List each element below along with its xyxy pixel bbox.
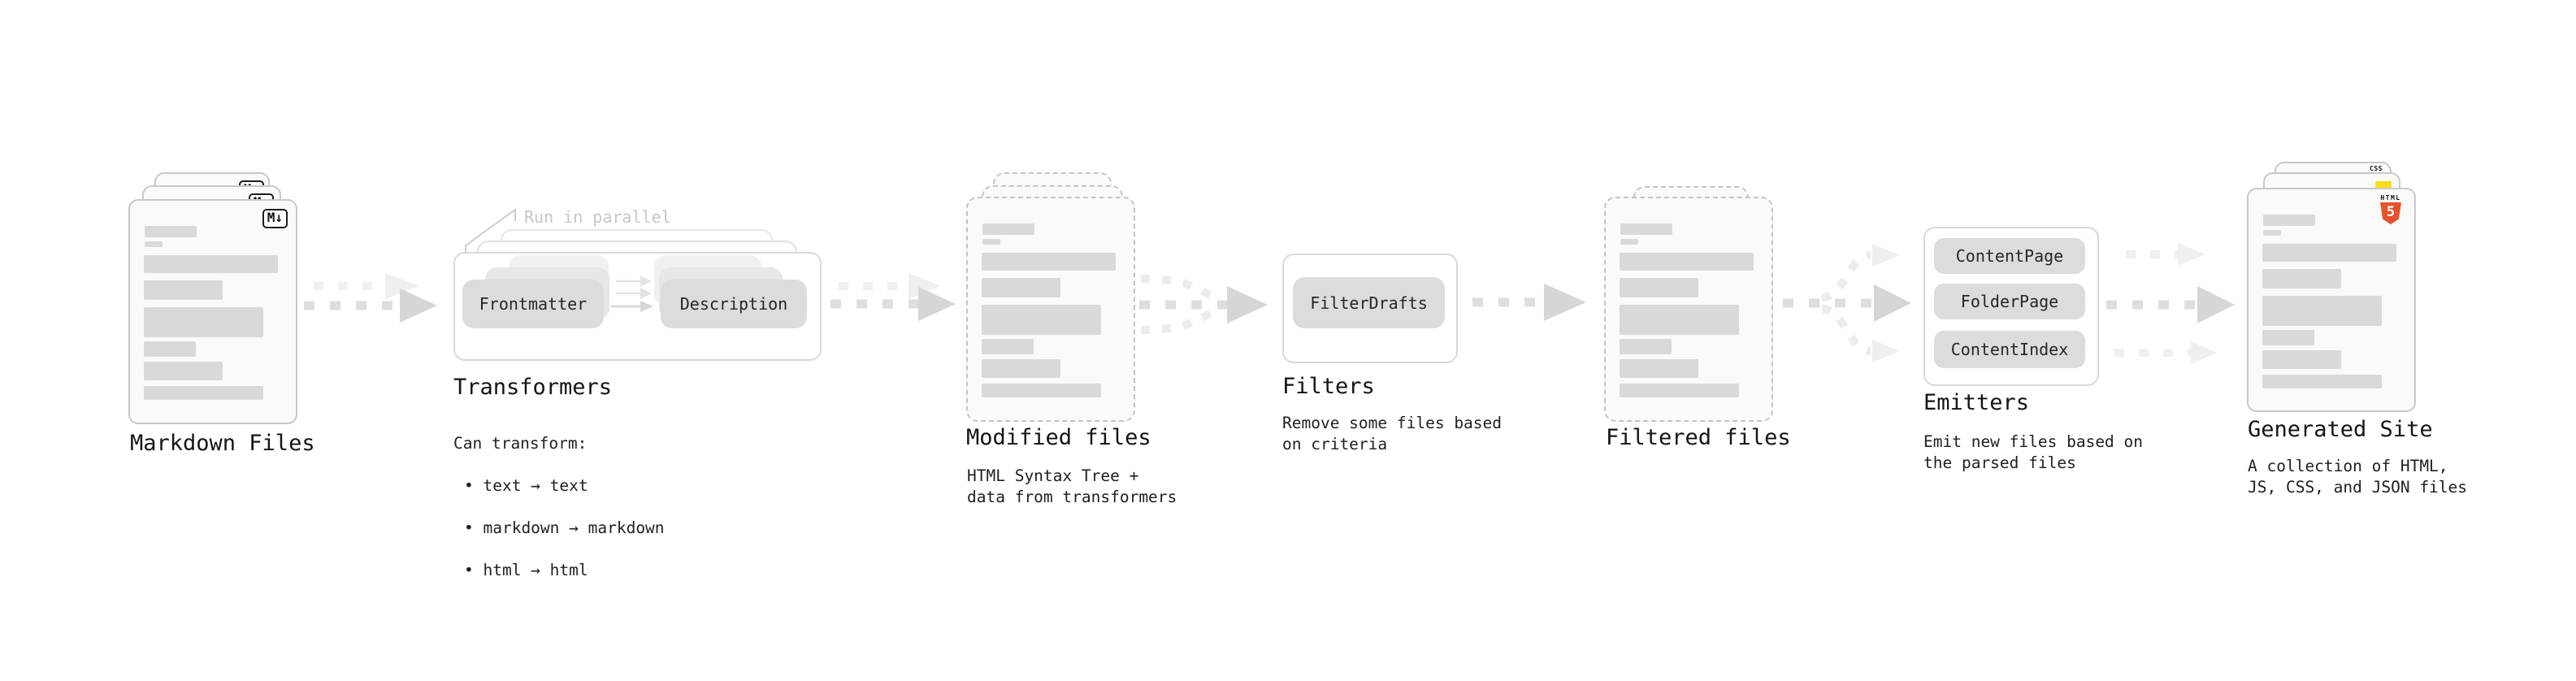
- section-title: Modified files: [966, 425, 1151, 450]
- section-title: Filtered files: [1606, 425, 1791, 450]
- section-title: Markdown Files: [130, 431, 315, 456]
- content-bar: [982, 278, 1060, 297]
- markdown-icon: M↓: [262, 209, 288, 228]
- content-bar: [145, 226, 197, 237]
- contentindex-pill: ContentIndex: [1934, 331, 2085, 368]
- content-bar: [1620, 359, 1698, 378]
- content-bar: [144, 386, 263, 400]
- section-title: Generated Site: [2248, 417, 2433, 442]
- section-description: HTML Syntax Tree + data from transformer…: [967, 466, 1177, 506]
- section-title: Emitters: [1923, 390, 2030, 415]
- content-bar: [1620, 384, 1739, 397]
- section-filters: FilterDrafts Filters Remove some files b…: [1276, 244, 1552, 471]
- section-emitters: ContentPage FolderPage ContentIndex Emit…: [1918, 219, 2186, 479]
- description-pill: Description: [661, 280, 807, 328]
- file-card-front: HTML 5: [2247, 188, 2416, 412]
- bullet-item: • markdown → markdown: [464, 518, 665, 537]
- content-bar: [982, 339, 1034, 354]
- content-bar: [2262, 330, 2314, 345]
- content-bar: [1620, 339, 1672, 354]
- js-file-icon: [2375, 181, 2392, 190]
- section-generated-site: CSS HTML 5 Generated Site A collection o…: [2239, 154, 2564, 504]
- bullet-item: • text → text: [464, 476, 588, 495]
- content-bar: [2262, 350, 2341, 369]
- content-bar: [982, 223, 1034, 235]
- content-bar: [144, 280, 223, 300]
- run-in-parallel-annotation: Run in parallel: [524, 207, 671, 227]
- section-description: A collection of HTML, JS, CSS, and JSON …: [2248, 457, 2468, 497]
- section-markdown-files: M↓ M↓ M↓ Markdown Files: [114, 158, 382, 484]
- content-bar: [145, 241, 163, 247]
- folderpage-pill: FolderPage: [1934, 284, 2085, 319]
- content-bar: [2262, 375, 2382, 388]
- content-bar: [982, 239, 1000, 245]
- frontmatter-pill: Frontmatter: [462, 280, 604, 328]
- section-title: Transformers: [453, 375, 613, 400]
- content-bar: [982, 384, 1101, 397]
- content-bar: [2262, 296, 2382, 326]
- html5-icon-shield: 5: [2380, 202, 2401, 224]
- content-bar: [1620, 305, 1739, 335]
- content-bar: [144, 341, 196, 357]
- section-modified-files: Modified files HTML Syntax Tree + data f…: [959, 163, 1235, 512]
- content-bar: [1620, 253, 1754, 271]
- arrow-transformers-to-modified: [830, 273, 956, 321]
- can-transform-heading: Can transform:: [453, 434, 588, 453]
- bullet-item: • html → html: [464, 561, 588, 579]
- css-icon-label: CSS: [2370, 165, 2383, 172]
- section-title: Filters: [1282, 374, 1375, 399]
- content-bar: [144, 307, 263, 337]
- content-bar: [144, 362, 223, 380]
- content-bar: [982, 253, 1116, 271]
- html5-file-icon: HTML 5: [2379, 194, 2403, 224]
- section-description: Emit new files based on the parsed files: [1923, 432, 2144, 472]
- transformers-description: Can transform: • text → text • markdown …: [453, 412, 665, 602]
- section-transformers: Frontmatter Description Run in parallel …: [439, 195, 829, 579]
- file-card-front: M↓: [128, 199, 297, 424]
- content-bar: [1620, 223, 1672, 235]
- file-card-front: [1604, 197, 1773, 422]
- section-description: Remove some files based on criteria: [1282, 414, 1503, 453]
- content-bar: [982, 359, 1060, 378]
- content-bar: [2263, 215, 2315, 226]
- file-card-front: [966, 197, 1135, 422]
- content-bar: [1620, 239, 1638, 245]
- content-bar: [2263, 230, 2281, 236]
- filterdrafts-pill: FilterDrafts: [1293, 277, 1445, 328]
- content-bar: [982, 305, 1101, 335]
- content-bar: [2262, 244, 2396, 262]
- content-bar: [2262, 269, 2341, 288]
- contentpage-pill: ContentPage: [1934, 238, 2085, 274]
- html5-icon-word: HTML: [2380, 194, 2401, 202]
- content-bar: [1620, 278, 1698, 297]
- section-filtered-files: Filtered files: [1597, 175, 1865, 467]
- content-bar: [144, 255, 278, 273]
